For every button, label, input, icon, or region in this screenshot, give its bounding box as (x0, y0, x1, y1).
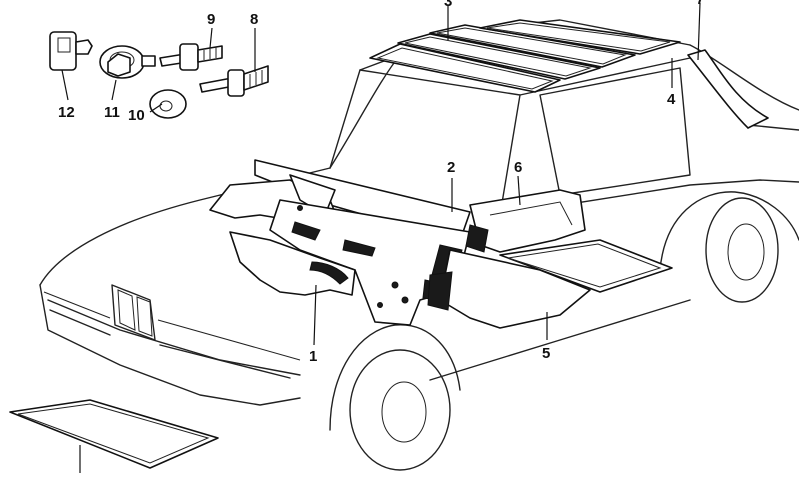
fastener-10 (149, 89, 187, 119)
loose-insulation-mat (9, 399, 219, 469)
callout-1: 1 (309, 348, 317, 365)
callout-9: 9 (207, 11, 215, 28)
callout-7: 7 (696, 0, 704, 8)
fastener-12 (49, 31, 93, 71)
headliner-panels (369, 19, 681, 93)
callout-3: 3 (444, 0, 452, 10)
fastener-8 (199, 65, 269, 97)
callout-2: 2 (447, 159, 455, 176)
fastener-9 (159, 43, 223, 71)
dashboard-insulation (209, 159, 471, 326)
fastener-11 (99, 45, 156, 79)
callout-10: 10 (128, 107, 145, 124)
callout-12: 12 (58, 104, 75, 121)
callout-4: 4 (667, 91, 676, 108)
leader-lines (61, 2, 701, 473)
callout-8: 8 (250, 11, 258, 28)
pillar-trim (687, 49, 769, 129)
floor-carpet (427, 239, 673, 329)
callout-labels: 1 2 3 4 5 6 7 8 9 10 11 12 (58, 0, 704, 365)
callout-5: 5 (542, 345, 550, 362)
tunnel-insulation (465, 189, 586, 253)
callout-6: 6 (514, 159, 522, 176)
callout-11: 11 (104, 104, 120, 121)
bulkhead-insulation (229, 231, 356, 296)
